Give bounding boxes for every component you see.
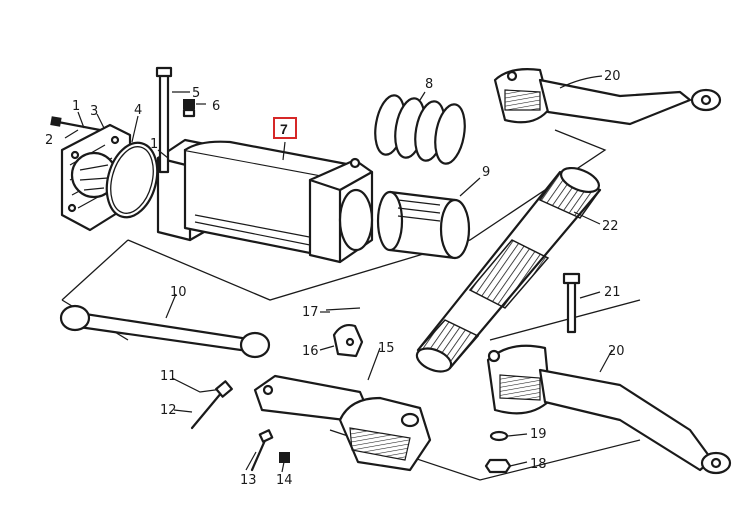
o-ring-seal: [105, 141, 159, 219]
callout-8: 8: [425, 77, 433, 92]
lever-bolt: [250, 429, 274, 472]
callout-22: 22: [602, 219, 619, 234]
callout-4: 4: [134, 103, 142, 118]
callout-12: 12: [160, 403, 177, 418]
clamp-lever: [253, 374, 432, 472]
callout-11: 11: [160, 369, 177, 384]
piston: [376, 190, 471, 260]
cotter-pin: [325, 307, 361, 311]
lift-arm-upper: [493, 68, 722, 126]
callout-18: 18: [530, 457, 547, 472]
callout-13: 13: [240, 473, 257, 488]
highlight-label: 7: [280, 121, 288, 137]
lever-nut: [279, 452, 290, 463]
highlighted-callout-7[interactable]: 7: [273, 117, 297, 139]
callout-20-top: 20: [604, 69, 621, 84]
callout-14: 14: [276, 473, 293, 488]
callout-20-bottom: 20: [608, 344, 625, 359]
callout-9: 9: [482, 165, 490, 180]
hydraulic-cylinder-body: [183, 140, 354, 260]
piston-rings: [374, 94, 466, 165]
callout-1b: 1: [150, 137, 158, 152]
clamp-nut: [484, 458, 512, 474]
rod-pin: [190, 380, 233, 430]
callout-leaders: [64, 75, 613, 473]
callout-10: 10: [170, 285, 187, 300]
stop-block: [332, 323, 364, 358]
callout-21: 21: [604, 285, 621, 300]
callout-5: 5: [192, 86, 200, 101]
callout-15: 15: [378, 341, 395, 356]
cylinder-end-block-right: [308, 157, 374, 264]
callout-6: 6: [212, 99, 220, 114]
connecting-rod: [59, 304, 271, 359]
stud-nut: [182, 99, 196, 118]
callout-labels: 1 2 3 4 5 6 1 8 9 20 22 21 10 11 12 17 1…: [45, 69, 625, 488]
lift-arm-lower: [486, 344, 732, 475]
washer: [489, 430, 509, 442]
callout-16: 16: [302, 344, 319, 359]
clamp-bolt: [562, 272, 581, 334]
highlight-box: [273, 117, 297, 139]
callout-17: 17: [302, 305, 319, 320]
callout-1: 1: [72, 99, 80, 114]
tie-stud: [155, 66, 173, 174]
callout-2: 2: [45, 133, 53, 148]
cover-bolt: [50, 116, 102, 132]
callout-19: 19: [530, 427, 547, 442]
splined-cross-shaft: [415, 166, 602, 373]
callout-3: 3: [90, 104, 98, 119]
